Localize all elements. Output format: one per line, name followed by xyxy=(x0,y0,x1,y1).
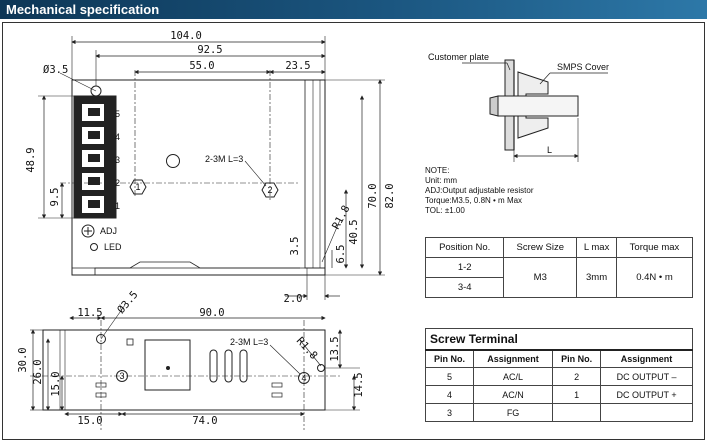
side-view xyxy=(30,304,360,430)
dim-15-h: 15.0 xyxy=(77,415,102,427)
pin-cell xyxy=(552,403,602,422)
terminal-table: Screw Terminal Pin No. Assignment Pin No… xyxy=(424,328,693,422)
header-pin-no: Pin No. xyxy=(552,349,602,368)
note-torque: Torque:M3.5, 0.8N • m Max xyxy=(425,196,523,205)
dim-82: 82.0 xyxy=(384,183,396,208)
l-max-cell: 3mm xyxy=(576,257,617,298)
dim-30: 30.0 xyxy=(17,347,29,372)
table-row: 4 AC/N 1 DC OUTPUT + xyxy=(424,385,693,404)
smps-cover-label: SMPS Cover xyxy=(557,62,609,72)
dim-70: 70.0 xyxy=(367,183,379,208)
pin-cell: 4 xyxy=(424,385,475,404)
terminal-number-5: 5 xyxy=(115,109,120,119)
customer-plate-label: Customer plate xyxy=(428,52,489,62)
dim-hole-top: Ø3.5 xyxy=(43,64,68,76)
terminal-table-title-row: Screw Terminal xyxy=(425,328,693,351)
dim-90: 90.0 xyxy=(199,307,224,319)
header-assignment: Assignment xyxy=(473,349,554,368)
dim-74: 74.0 xyxy=(192,415,217,427)
header-l-max: L max xyxy=(576,237,617,258)
l-label: L xyxy=(547,145,552,155)
dim-26: 26.0 xyxy=(32,359,44,384)
terminal-number-4: 4 xyxy=(115,132,120,142)
section-header: Mechanical specification xyxy=(0,0,707,19)
screw-id-4: 4 xyxy=(301,373,306,383)
dim-2: 2.0 xyxy=(284,293,303,305)
screw-label-side: 2-3M L=3 xyxy=(230,337,268,347)
torque-cell: 0.4N • m xyxy=(615,257,694,298)
pin-cell: 5 xyxy=(424,367,475,386)
note-heading: NOTE: xyxy=(425,166,450,175)
header-pin-no: Pin No. xyxy=(424,349,475,368)
dim-11-5: 11.5 xyxy=(77,307,102,319)
led-indicator xyxy=(90,243,98,251)
dim-9-5: 9.5 xyxy=(49,188,61,207)
assignment-cell xyxy=(600,403,693,422)
screw-id-2: 2 xyxy=(267,185,272,195)
dim-92-5: 92.5 xyxy=(197,44,222,56)
dim-104: 104.0 xyxy=(170,30,202,42)
table-row: 5 AC/L 2 DC OUTPUT – xyxy=(424,367,693,386)
dim-23-5: 23.5 xyxy=(285,60,310,72)
assignment-cell: DC OUTPUT – xyxy=(600,367,693,386)
dim-48-9: 48.9 xyxy=(25,147,37,172)
assignment-cell: AC/L xyxy=(473,367,554,386)
terminal-number-3: 3 xyxy=(115,155,120,165)
screw-label-top: 2-3M L=3 xyxy=(205,154,243,164)
assignment-cell: AC/N xyxy=(473,385,554,404)
dim-15-v: 15.0 xyxy=(50,371,62,396)
header-torque: Torque max xyxy=(615,237,694,258)
table-header-row: Position No. Screw Size L max Torque max xyxy=(424,237,694,258)
notes-block: NOTE: Unit: mm ADJ:Output adjustable res… xyxy=(425,166,534,216)
header-assignment: Assignment xyxy=(600,349,693,368)
drawing-frame xyxy=(2,22,705,440)
dim-6-5: 6.5 xyxy=(335,245,347,264)
header-position: Position No. xyxy=(424,237,505,258)
smps-cover xyxy=(517,71,549,139)
note-tolerance: TOL: ±1.00 xyxy=(425,206,465,215)
screw-id-1: 1 xyxy=(135,182,140,192)
top-view xyxy=(38,36,385,300)
pin-cell: 3 xyxy=(424,403,475,422)
table-row: 1-2 M3 3mm 0.4N • m xyxy=(424,257,694,298)
dim-40-5: 40.5 xyxy=(348,219,360,244)
dim-14-5: 14.5 xyxy=(353,372,365,397)
terminal-table-title: Screw Terminal xyxy=(425,328,693,351)
header-screw-size: Screw Size xyxy=(503,237,578,258)
mount-detail-labels: Customer plate SMPS Cover L xyxy=(428,52,609,155)
screw-table: Position No. Screw Size L max Torque max… xyxy=(424,237,694,298)
screw-hex-1 xyxy=(129,179,147,195)
note-unit: Unit: mm xyxy=(425,176,457,185)
dim-3-5: 3.5 xyxy=(289,237,301,256)
pin-cell: 2 xyxy=(552,367,602,386)
side-view-labels: 11.5 90.0 Ø3.5 30.0 26.0 15.0 15.0 74.0 … xyxy=(17,289,365,427)
assignment-cell: DC OUTPUT + xyxy=(600,385,693,404)
screw-size-cell: M3 xyxy=(503,257,578,298)
pin-cell: 1 xyxy=(552,385,602,404)
dim-55: 55.0 xyxy=(189,60,214,72)
assignment-cell: FG xyxy=(473,403,554,422)
table-header-row: Pin No. Assignment Pin No. Assignment xyxy=(424,349,693,368)
adj-label: ADJ xyxy=(100,226,117,236)
led-label: LED xyxy=(104,242,122,252)
note-adj: ADJ:Output adjustable resistor xyxy=(425,186,534,195)
mount-detail xyxy=(462,59,608,162)
terminal-number-2: 2 xyxy=(115,178,120,188)
terminal-number-1: 1 xyxy=(115,201,120,211)
table-row: 3 FG xyxy=(424,403,693,422)
position-cell: 3-4 xyxy=(424,277,505,298)
table-row: 3-4 xyxy=(424,277,693,298)
position-cell: 1-2 xyxy=(424,257,505,278)
dim-r1-8-side: R1.8 xyxy=(294,335,320,362)
dim-hole-side: Ø3.5 xyxy=(115,289,140,316)
screw-id-3: 3 xyxy=(119,371,124,381)
dim-13-5: 13.5 xyxy=(329,336,341,361)
side-view-outline xyxy=(42,329,326,411)
